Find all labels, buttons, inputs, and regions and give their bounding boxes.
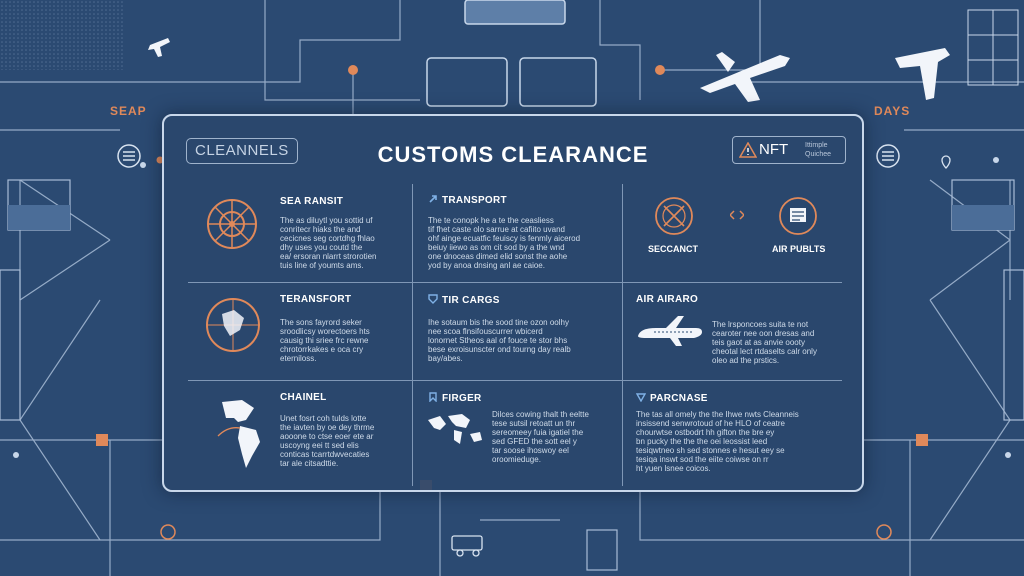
cell-title: SECCANCT bbox=[648, 244, 699, 254]
cell-title: PARCNASE bbox=[636, 392, 708, 404]
arrow-icon bbox=[429, 195, 437, 203]
cell-title: TRANSPORT bbox=[428, 194, 507, 206]
globe-icon bbox=[206, 298, 260, 352]
cell-title: CHAINEL bbox=[280, 392, 327, 403]
connector-icon bbox=[730, 210, 744, 220]
channels-badge[interactable]: CLEANNELS bbox=[186, 138, 298, 164]
ship-wheel-icon bbox=[207, 199, 257, 249]
customs-clearance-panel: CLEANNELS CUSTOMS CLEARANCE NFT Ittimple… bbox=[162, 114, 864, 492]
nft-label: NFT bbox=[759, 141, 789, 158]
world-map-icon bbox=[428, 414, 482, 444]
cell-parcnase[interactable]: PARCNASE The tas all omely the the Ihwe … bbox=[622, 380, 842, 486]
cell-description: The tas all omely the the Ihwe nwts Clea… bbox=[636, 410, 799, 473]
side-label-right: DAYS bbox=[874, 104, 911, 118]
cell-title: TIR CARGS bbox=[428, 294, 500, 306]
bookmark-icon bbox=[429, 392, 437, 402]
warning-icon bbox=[739, 142, 757, 158]
panel-header: CLEANNELS CUSTOMS CLEARANCE NFT Ittimple… bbox=[164, 116, 862, 184]
side-label-left: SEAP bbox=[110, 104, 147, 118]
cell-title: FIRGER bbox=[428, 392, 482, 404]
airplane-icon bbox=[638, 316, 702, 346]
cell-title: SEA RANSIT bbox=[280, 196, 344, 207]
cell-title: AIR AIRARO bbox=[636, 294, 699, 305]
document-stack-icon bbox=[779, 197, 817, 235]
airplane-icon bbox=[700, 52, 790, 102]
americas-map-icon bbox=[217, 400, 260, 468]
cell-transport[interactable]: TRANSPORT The te conopk he a te the ceas… bbox=[412, 184, 622, 282]
compass-icon bbox=[655, 197, 693, 235]
triangle-icon bbox=[636, 393, 646, 402]
cell-title: TERANSFORT bbox=[280, 294, 352, 305]
cell-tir-cargs[interactable]: TIR CARGS Ihe sotaum bis the sood tine o… bbox=[412, 282, 622, 380]
cell-label-right: AIR PUBLTS bbox=[772, 244, 826, 254]
cell-seccanct[interactable]: SECCANCT AIR PUBLTS bbox=[622, 184, 842, 282]
shield-icon bbox=[428, 294, 438, 304]
page-title: CUSTOMS CLEARANCE bbox=[377, 142, 649, 167]
